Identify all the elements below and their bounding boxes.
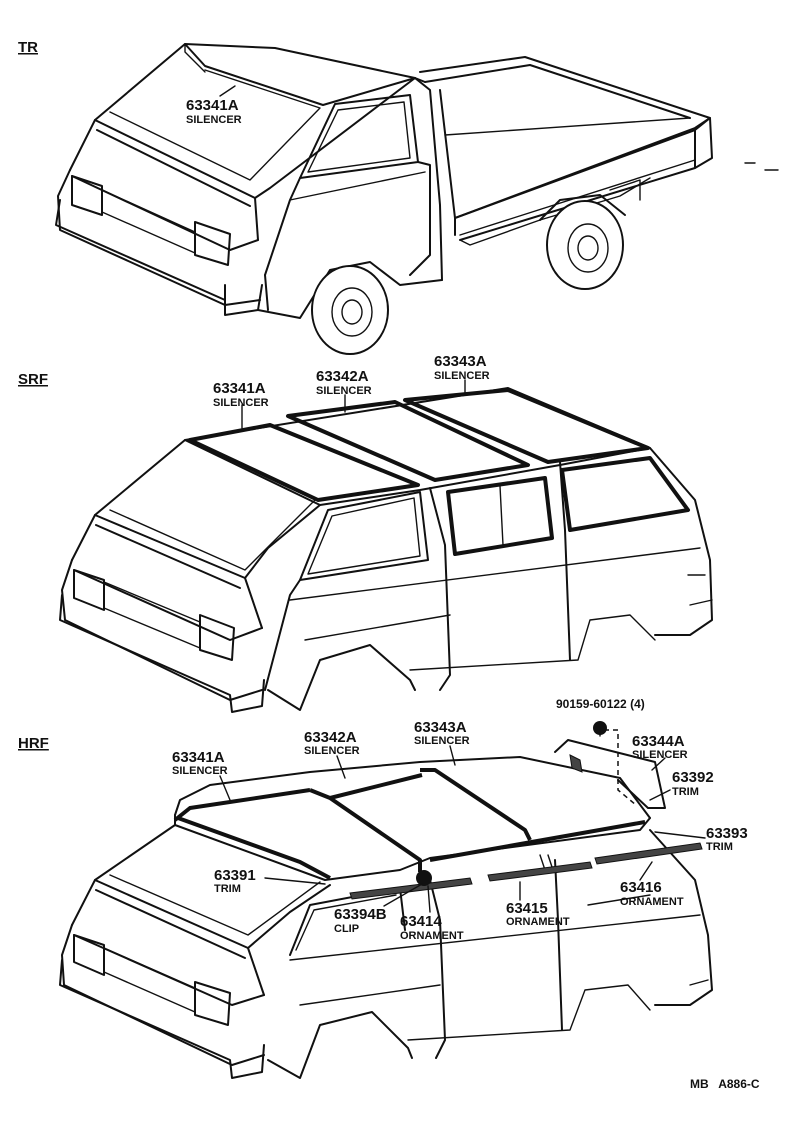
clip-icon [416,870,432,886]
hrf-callout-name: ORNAMENT [620,896,684,908]
tr-leader-63341a [219,85,236,97]
hrf-leaders [219,727,706,913]
hrf-callout-number: 63392 [672,769,714,786]
srf-callout-number: 63342A [316,368,369,385]
hrf-callout-name: TRIM [672,786,699,798]
hrf-callout-number: 63344A [632,733,685,750]
hrf-callout-name: SILENCER [414,735,470,747]
hrf-callout-number: 63414 [400,913,442,930]
hrf-callout-number: 63416 [620,879,662,896]
hrf-callout-number: 63415 [506,900,548,917]
hrf-callout-number: 63394B [334,906,387,923]
srf-leaders [241,379,466,429]
hrf-callout-name: TRIM [214,883,241,895]
srf-van-illustration [59,387,713,713]
srf-callout-name: SILENCER [316,385,372,397]
srf-callout-name: SILENCER [434,370,490,382]
hrf-callout-name: TRIM [706,841,733,853]
hrf-callout-number: 63391 [214,867,256,884]
hrf-callout-name: ORNAMENT [506,916,570,928]
hrf-callout-name: CLIP [334,923,359,935]
hrf-callout-name: SILENCER [172,765,228,777]
srf-callout-name: SILENCER [213,397,269,409]
tr-callout-number: 63341A [186,97,239,114]
hrf-callout-number: 63343A [414,719,467,736]
hrf-van-illustration [59,721,713,1079]
tr-truck-illustration [55,43,779,355]
section-label-srf: SRF [18,371,48,388]
hrf-callout-number: 63393 [706,825,748,842]
section-label-hrf: HRF [18,735,49,752]
drawing-reference-code: MB A886-C [690,1077,760,1091]
hrf-callout-name: SILENCER [632,749,688,761]
srf-callout-number: 63343A [434,353,487,370]
tr-callout-name: SILENCER [186,114,242,126]
hrf-callout-number: 63342A [304,729,357,746]
hrf-callout-name: SILENCER [304,745,360,757]
hrf-callout-name: ORNAMENT [400,930,464,942]
srf-callout-number: 63341A [213,380,266,397]
hrf-bolt-number: 90159-60122 (4) [556,697,645,711]
section-label-tr: TR [18,39,38,56]
hrf-callout-number: 63341A [172,749,225,766]
